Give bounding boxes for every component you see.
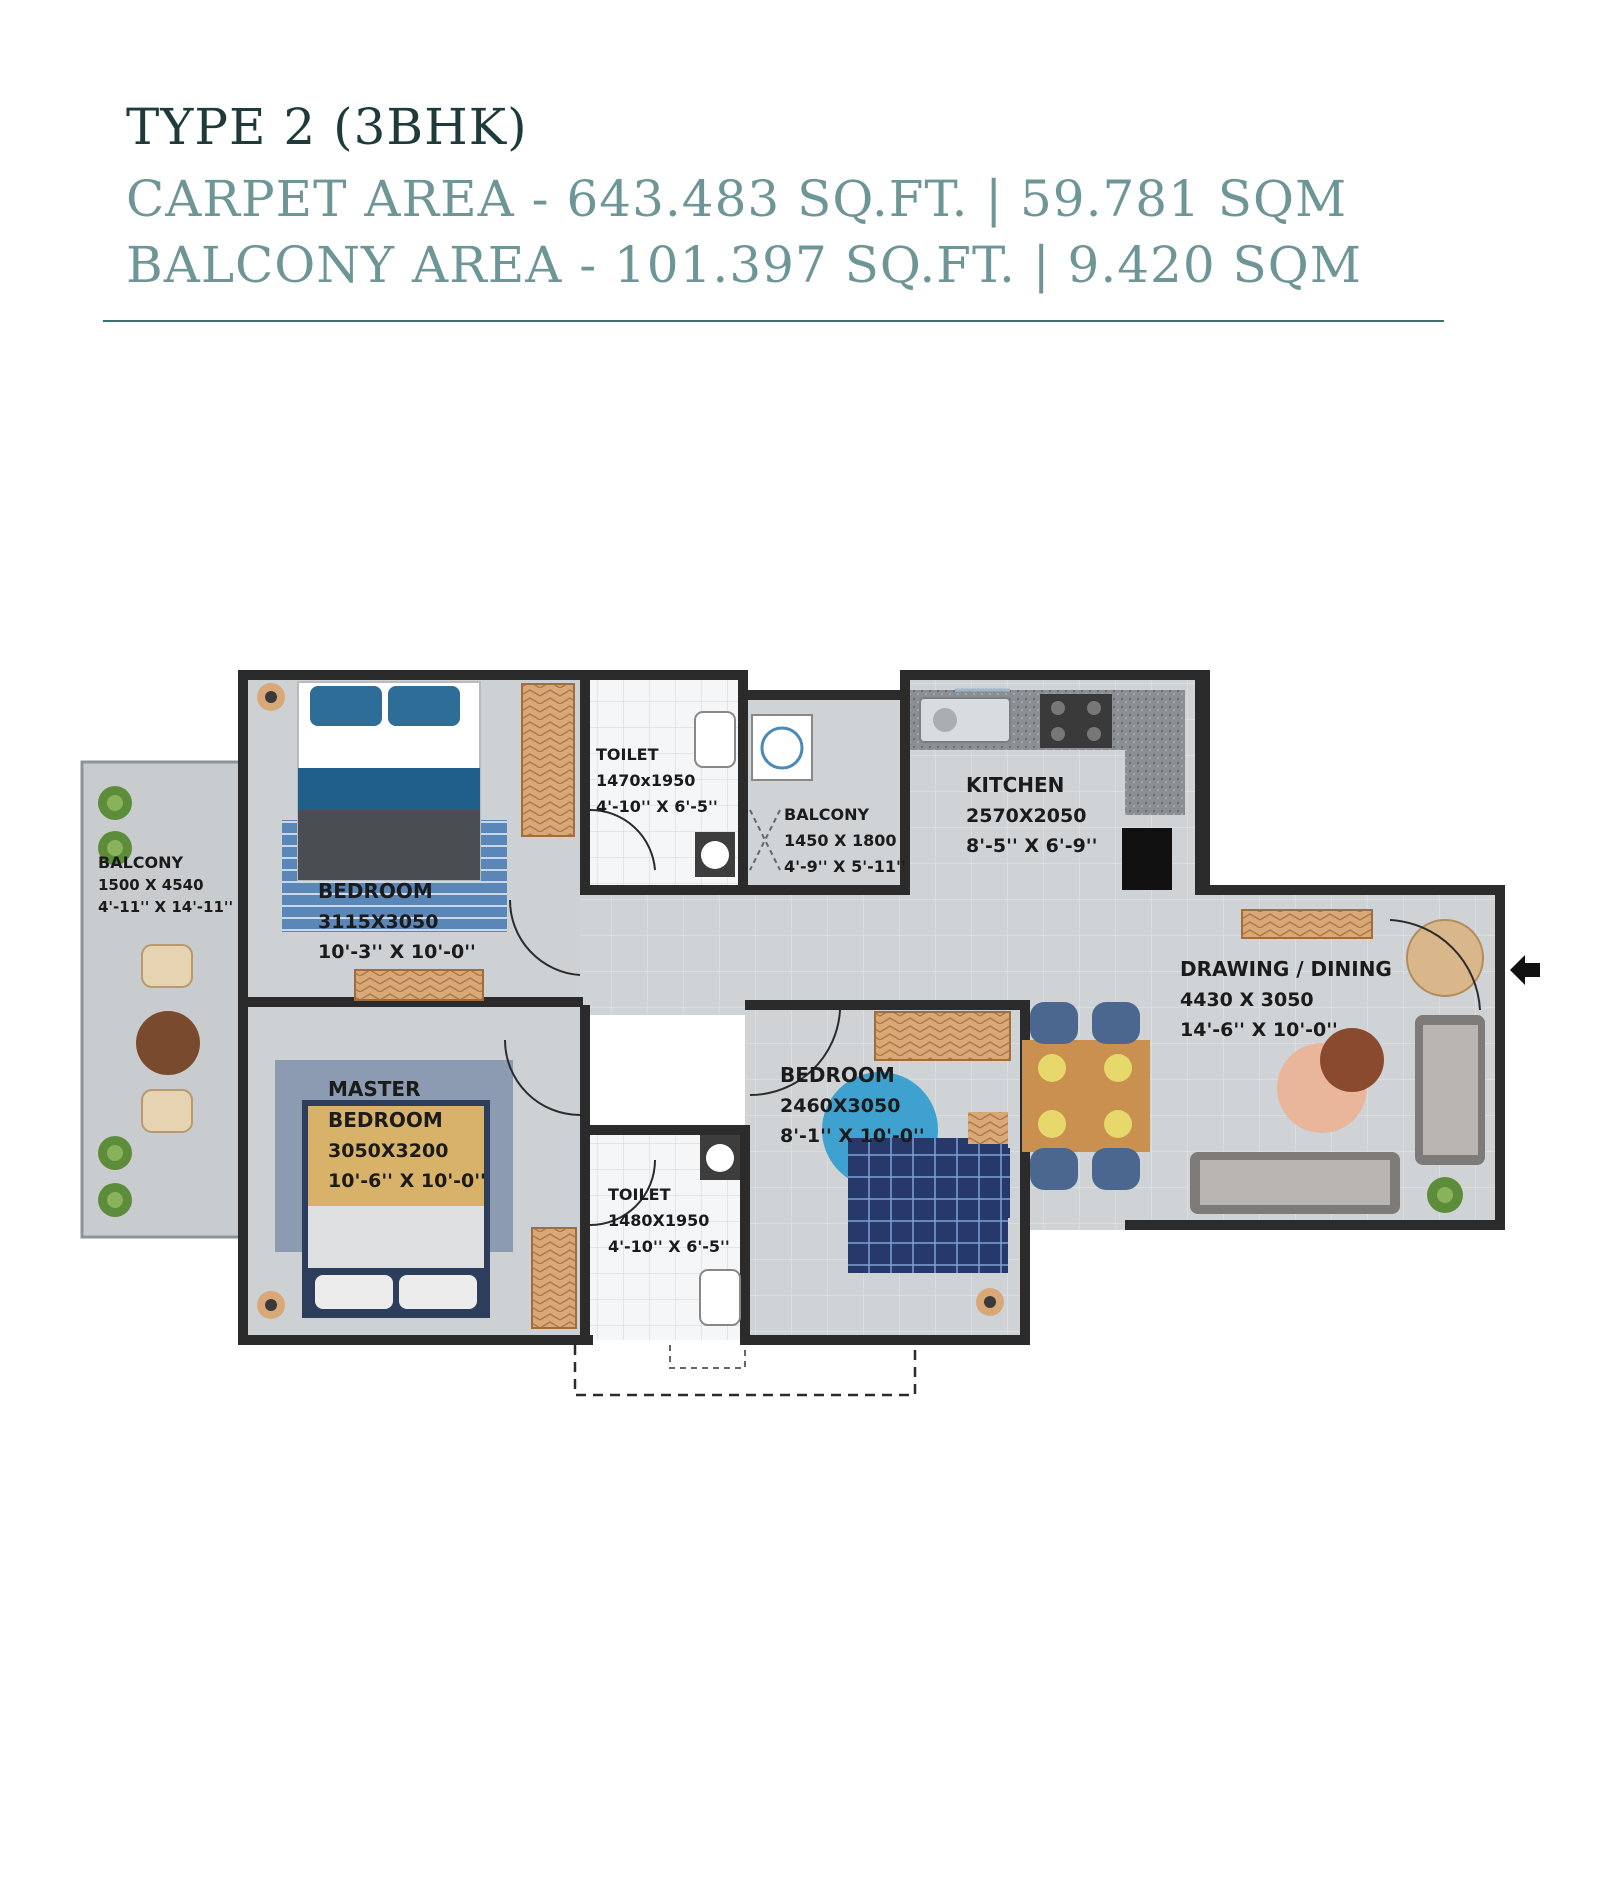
master-bedroom-name-1: MASTER — [328, 1077, 421, 1101]
bed-icon — [848, 1138, 1010, 1273]
master-bedroom — [257, 1039, 581, 1329]
carpet-area: CARPET AREA - 643.483 SQ.FT. | 59.781 SQ… — [126, 170, 1348, 228]
drawing-dining-dim-ft: 14'-6'' X 10'-0'' — [1180, 1019, 1338, 1041]
master-bedroom-dim-ft: 10'-6'' X 10'-0'' — [328, 1170, 486, 1192]
balcony-left — [80, 760, 244, 1239]
bedroom-1-name: BEDROOM — [318, 879, 433, 903]
balcony-left-dim-mm: 1500 X 4540 — [98, 876, 204, 894]
bed-icon — [302, 1100, 490, 1318]
toilet-1-dim-mm: 1470x1950 — [596, 771, 695, 790]
kitchen — [910, 688, 1185, 890]
kitchen-name: KITCHEN — [966, 773, 1064, 797]
dining-table-icon — [1022, 1002, 1150, 1190]
kitchen-dim-ft: 8'-5'' X 6'-9'' — [966, 835, 1097, 857]
balcony-area: BALCONY AREA - 101.397 SQ.FT. | 9.420 SQ… — [126, 236, 1362, 294]
plan-title: TYPE 2 (3BHK) — [126, 98, 528, 156]
bedroom-1-dim-mm: 3115X3050 — [318, 911, 438, 933]
bedroom-2-name: BEDROOM — [780, 1063, 895, 1087]
toilet-2-name: TOILET — [608, 1185, 671, 1204]
master-bedroom-dim-mm: 3050X3200 — [328, 1140, 448, 1162]
plant-icon — [98, 786, 132, 1217]
entry-arrow-icon — [1510, 955, 1540, 985]
plant-icon — [1427, 1177, 1463, 1213]
balcony-utility — [749, 714, 813, 871]
room-labels: BALCONY 1500 X 4540 4'-11'' X 14'-11'' B… — [98, 745, 1392, 1256]
header-divider — [103, 320, 1444, 322]
toilet-2 — [589, 1135, 741, 1326]
drawing-dining — [1022, 909, 1540, 1214]
balcony-utility-dim-ft: 4'-9'' X 5'-11'' — [784, 857, 906, 876]
toilet-2-dim-mm: 1480X1950 — [608, 1211, 709, 1230]
toilet-2-dim-ft: 4'-10'' X 6'-5'' — [608, 1237, 730, 1256]
toilet-1 — [589, 711, 736, 877]
balcony-left-dim-ft: 4'-11'' X 14'-11'' — [98, 898, 233, 916]
dashed-projection — [573, 1345, 917, 1397]
kitchen-dim-mm: 2570X2050 — [966, 805, 1086, 827]
bedroom-2 — [749, 1009, 1011, 1316]
balcony-left-name: BALCONY — [98, 853, 184, 872]
balcony-utility-name: BALCONY — [784, 805, 870, 824]
bedroom-2-dim-ft: 8'-1'' X 10'-0'' — [780, 1125, 925, 1147]
walls — [238, 670, 1505, 1345]
drawing-dining-dim-mm: 4430 X 3050 — [1180, 989, 1314, 1011]
master-bedroom-name-2: BEDROOM — [328, 1108, 443, 1132]
bedroom-2-dim-mm: 2460X3050 — [780, 1095, 900, 1117]
bedroom-1-dim-ft: 10'-3'' X 10'-0'' — [318, 941, 476, 963]
stove-icon — [1040, 694, 1112, 748]
toilet-1-name: TOILET — [596, 745, 659, 764]
bed-icon — [297, 681, 481, 881]
sofa-icon — [1190, 1015, 1485, 1214]
toilet-1-dim-ft: 4'-10'' X 6'-5'' — [596, 797, 718, 816]
bedroom-1 — [257, 681, 581, 1001]
drawing-dining-name: DRAWING / DINING — [1180, 957, 1392, 981]
balcony-utility-dim-mm: 1450 X 1800 — [784, 831, 897, 850]
